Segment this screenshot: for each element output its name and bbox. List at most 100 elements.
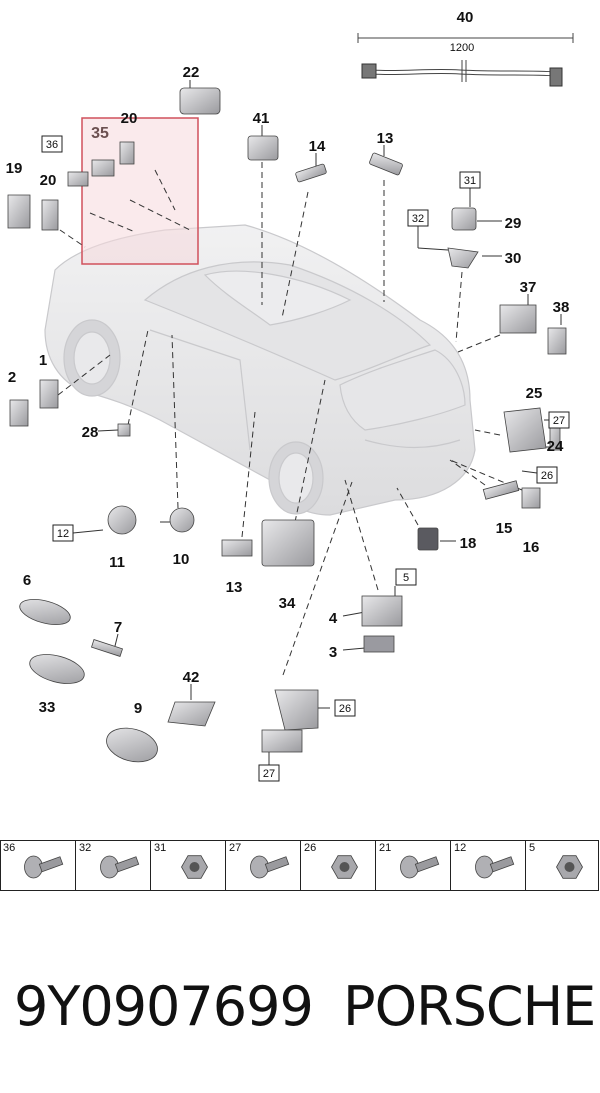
callout-box-label: 36: [46, 139, 58, 151]
callout-2: 2: [8, 369, 16, 386]
callout-42: 42: [183, 669, 200, 686]
small-screw-icon: [400, 855, 440, 879]
part-9: [106, 727, 158, 763]
callout-box: [407, 209, 429, 227]
part-2: [9, 399, 29, 427]
part-28: [117, 423, 131, 437]
callout-box-label: 12: [57, 528, 69, 540]
legend-number: 21: [379, 842, 392, 854]
callout-37: 37: [520, 279, 537, 296]
callout-11: 11: [109, 554, 125, 571]
part-10: [169, 507, 195, 533]
part-42: [167, 701, 216, 727]
callout-box-label: 27: [263, 768, 275, 780]
callout-box: [395, 568, 417, 586]
callout-6: 6: [23, 572, 31, 589]
legend-cell: 36: [0, 840, 75, 890]
part-36-clip: [67, 171, 89, 187]
part-13-bottom: [221, 539, 253, 557]
part-graphics: [7, 87, 567, 763]
callout-38: 38: [553, 299, 570, 316]
part-number: 9Y0907699: [14, 975, 314, 1038]
part-14-top: [295, 163, 327, 183]
part-38: [547, 327, 567, 355]
callout-box-label: 26: [541, 470, 553, 482]
part-15: [482, 480, 520, 500]
callout-16: 16: [523, 539, 540, 556]
callout-13: 13: [226, 579, 243, 596]
callout-box-label: 27: [553, 415, 565, 427]
part-20-left: [41, 199, 59, 231]
legend-cell: 5: [525, 840, 600, 890]
callout-box-label: 5: [403, 572, 409, 584]
callout-4: 4: [329, 610, 338, 627]
part-30: [447, 247, 479, 269]
callout-box-label: 32: [412, 213, 424, 225]
legend-cell: 32: [75, 840, 151, 890]
callout-20: 20: [40, 172, 57, 189]
callout-10: 10: [173, 551, 190, 568]
part-37: [499, 304, 537, 334]
part-11: [107, 505, 137, 535]
legend-number: 5: [529, 842, 536, 854]
part-18: [417, 527, 439, 551]
legend-cell: 12: [450, 840, 526, 890]
callout-22: 22: [183, 64, 200, 81]
part-6: [19, 599, 71, 625]
callout-18: 18: [460, 535, 477, 552]
part-20-top: [119, 141, 135, 165]
part-4: [361, 595, 403, 627]
part-35: [91, 159, 115, 177]
part-26-bracket: [274, 689, 319, 731]
boxed-callout-group: 36 31 32 27 26 12 5 26 27: [41, 135, 570, 782]
torx-screw-icon: [24, 855, 64, 879]
callout-19: 19: [6, 160, 23, 177]
callout-box-label: 26: [339, 703, 351, 715]
boxed-callout-5: 5: [395, 568, 417, 586]
boxed-callout-26: 26: [334, 699, 356, 717]
pan-head-screw-icon: [475, 855, 515, 879]
hex-nut-icon: [556, 855, 583, 879]
part-16: [521, 487, 541, 509]
callout-box: [548, 411, 570, 429]
boxed-callout-32: 32: [407, 209, 429, 227]
legend-number: 31: [154, 842, 167, 854]
part-1: [39, 379, 59, 409]
legend-number: 26: [304, 842, 317, 854]
legend-number: 32: [79, 842, 92, 854]
part-13-top: [369, 152, 403, 176]
legend-number: 36: [3, 842, 16, 854]
cable-length-label: 1200: [450, 42, 474, 54]
part-34: [261, 519, 315, 567]
legend-frame: [0, 840, 599, 891]
boxed-callout-12: 12: [52, 524, 74, 542]
part-27-bracket: [261, 729, 303, 753]
callout-29: 29: [505, 215, 522, 232]
boxed-callout-31: 31: [459, 171, 481, 189]
callout-20: 20: [121, 110, 138, 127]
legend-number: 27: [229, 842, 242, 854]
cable-assembly-graphic: [357, 33, 574, 87]
vehicle-outline: [44, 224, 476, 516]
part-22: [179, 87, 221, 115]
callout-9: 9: [134, 700, 142, 717]
leader-lines: [57, 162, 523, 676]
callout-box: [536, 466, 558, 484]
callout-28: 28: [82, 424, 99, 441]
callout-box: [41, 135, 63, 153]
boxed-callout-26: 26: [536, 466, 558, 484]
callout-41: 41: [253, 110, 270, 127]
callout-box: [459, 171, 481, 189]
callout-3: 3: [329, 644, 337, 661]
part-7: [90, 639, 124, 657]
boxed-callout-27: 27: [548, 411, 570, 429]
boxed-callout-36: 36: [41, 135, 63, 153]
legend-cell: 26: [300, 840, 376, 890]
flange-bolt-icon: [250, 855, 290, 879]
callout-15: 15: [496, 520, 513, 537]
part-41: [247, 135, 279, 161]
callout-33: 33: [39, 699, 56, 716]
flange-nut-icon: [331, 855, 358, 879]
callout-14: 14: [309, 138, 326, 155]
